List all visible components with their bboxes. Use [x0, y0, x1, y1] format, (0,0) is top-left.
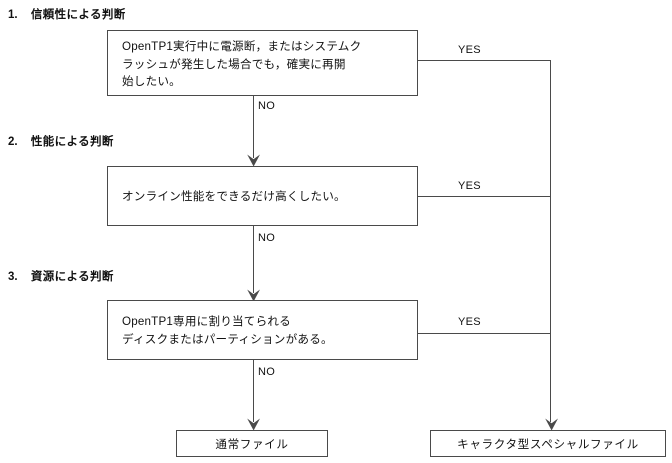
yes-line-performance	[418, 196, 551, 197]
section-heading-3: 3. 資源による判断	[8, 268, 114, 284]
no-line-performance	[253, 226, 254, 293]
no-line-reliability	[253, 96, 254, 158]
section-heading-1: 1. 信頼性による判断	[8, 6, 126, 22]
no-label-reliability: NO	[258, 100, 276, 112]
decision-box-performance: オンライン性能をできるだけ高くしたい。	[107, 166, 418, 226]
terminal-box-normal-file: 通常ファイル	[176, 430, 328, 457]
section-title-1: 信頼性による判断	[30, 9, 126, 21]
section-number-2: 2.	[8, 136, 18, 148]
decision-text-performance: オンライン性能をできるだけ高くしたい。	[122, 190, 346, 203]
section-number-1: 1.	[8, 9, 18, 21]
yes-line-resource	[418, 333, 551, 334]
yes-label-performance: YES	[458, 180, 481, 192]
section-title-2: 性能による判断	[30, 136, 114, 148]
no-label-performance: NO	[258, 232, 276, 244]
section-number-3: 3.	[8, 271, 18, 283]
decision-box-reliability: OpenTP1実行中に電源断，またはシステムク ラッシュが発生した場合でも，確実…	[107, 30, 418, 96]
yes-line-reliability	[418, 60, 551, 61]
decision-box-resource: OpenTP1専用に割り当てられる ディスクまたはパーティションがある。	[107, 300, 418, 360]
decision-text-reliability: OpenTP1実行中に電源断，またはシステムク ラッシュが発生した場合でも，確実…	[122, 40, 362, 88]
yes-trunk-line	[550, 60, 551, 422]
terminal-label-normal-file: 通常ファイル	[215, 437, 289, 451]
yes-label-reliability: YES	[458, 44, 481, 56]
section-heading-2: 2. 性能による判断	[8, 133, 114, 149]
no-line-resource	[253, 360, 254, 422]
no-label-resource: NO	[258, 366, 276, 378]
decision-text-resource: OpenTP1専用に割り当てられる ディスクまたはパーティションがある。	[122, 315, 333, 346]
terminal-box-character-special-file: キャラクタ型スペシャルファイル	[430, 430, 666, 457]
section-title-3: 資源による判断	[30, 271, 114, 283]
yes-label-resource: YES	[458, 316, 481, 328]
terminal-label-character-special-file: キャラクタ型スペシャルファイル	[457, 437, 639, 451]
